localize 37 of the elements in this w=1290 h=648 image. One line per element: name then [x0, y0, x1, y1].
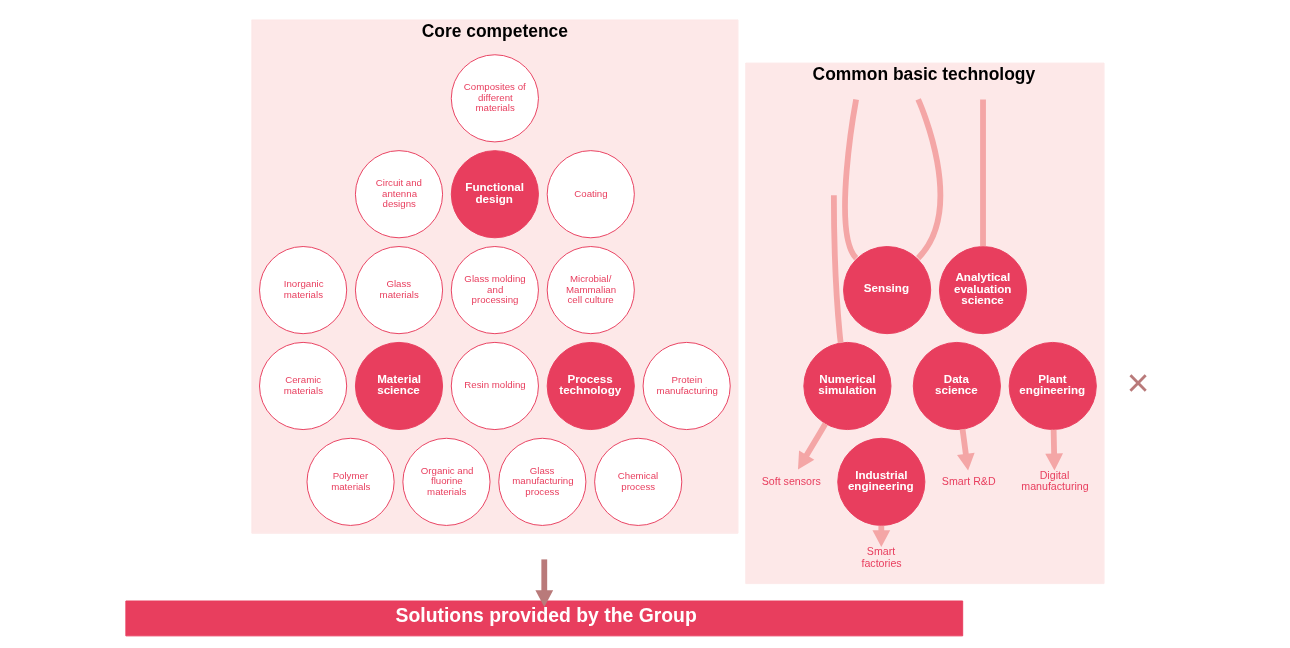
node-circle: Polymer materials: [306, 437, 395, 526]
node-circle: Numerical simulation: [803, 341, 892, 431]
node-circle: Glass manufacturing process: [498, 437, 587, 526]
node-circle: Material science: [354, 341, 444, 431]
node-text: Digital manufacturing: [1021, 468, 1089, 493]
arrow: [1045, 429, 1063, 471]
connector: [830, 195, 844, 344]
node-circle: Coating: [546, 150, 635, 239]
node-circle: Functional design: [450, 150, 539, 239]
arrow: [798, 422, 828, 470]
label: ×: [1126, 360, 1150, 404]
node-circle: Circuit and antenna designs: [354, 150, 444, 239]
node-circle: Chemical process: [594, 437, 683, 526]
node-circle: Microbial/ Mammalian cell culture: [546, 246, 635, 335]
connector: [842, 98, 859, 260]
node-circle: Process technology: [546, 341, 635, 431]
connector: [915, 98, 944, 260]
node-circle: Glass materials: [354, 246, 444, 335]
connector: [980, 99, 986, 247]
node-circle: Ceramic materials: [259, 341, 348, 431]
node-box: Solutions provided by the Group: [125, 600, 964, 637]
node-circle: Composites of different materials: [450, 54, 539, 143]
node-circle: Plant engineering: [1008, 341, 1097, 431]
node-text: Soft sensors: [761, 474, 821, 487]
node-circle: Organic and fluorine materials: [402, 437, 491, 526]
node-circle: Data science: [912, 341, 1001, 431]
node-circle: Protein manufacturing: [642, 341, 731, 431]
node-circle: Analytical evaluation science: [938, 246, 1028, 335]
node-circle: Glass molding and processing: [450, 246, 539, 335]
arrow: [535, 559, 554, 608]
node-text: Smart factories: [861, 545, 902, 569]
node-text: Smart R&D: [941, 474, 996, 487]
node-circle: Sensing: [843, 246, 932, 335]
node-circle: Industrial engineering: [837, 437, 926, 526]
arrow: [957, 428, 975, 471]
node-circle: Inorganic materials: [259, 246, 348, 335]
node-circle: Resin molding: [450, 341, 539, 431]
